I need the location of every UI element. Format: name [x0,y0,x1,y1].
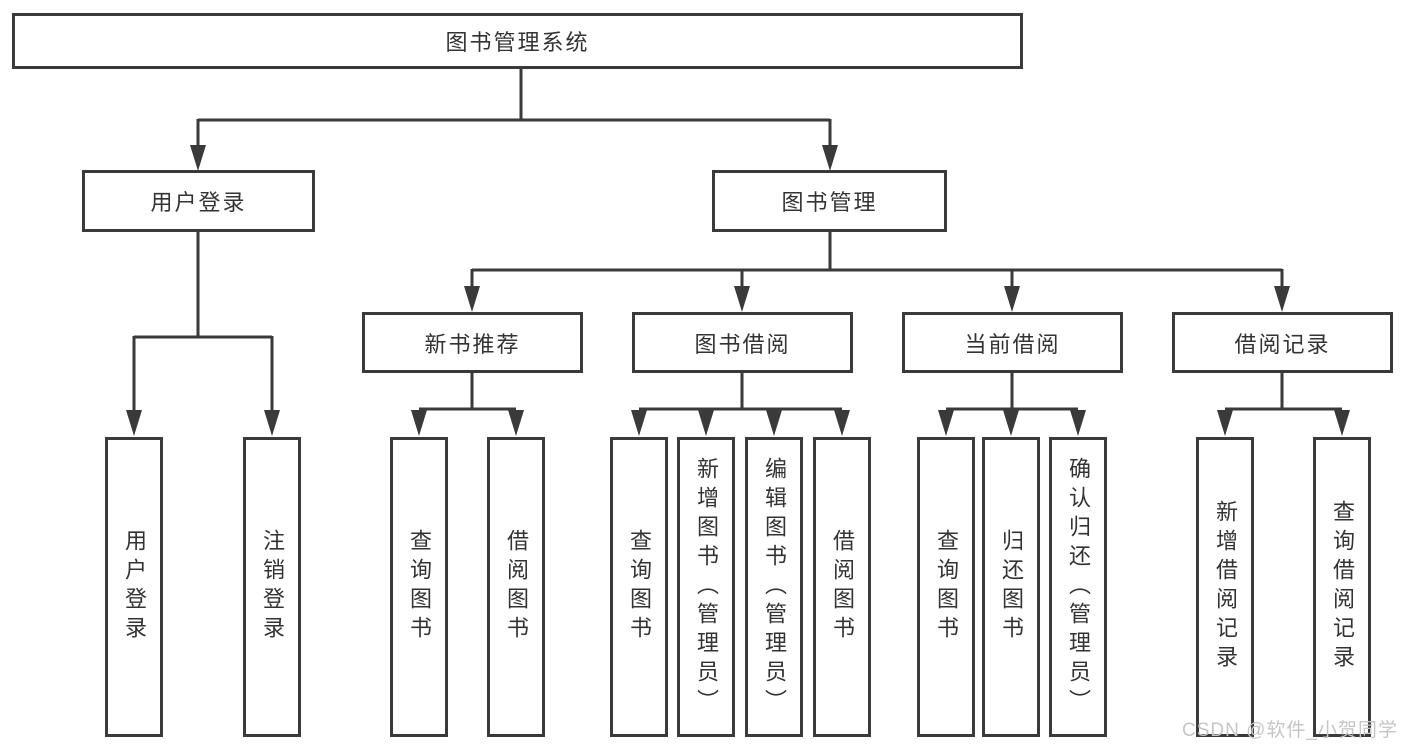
leaf-br-query-record: 查询借阅记录 [1313,437,1371,737]
leaf-cb-query-books: 查询图书 [917,437,975,737]
leaf-bb-borrow-books-label: 借阅图书 [830,529,855,645]
leaf-user-login-label: 用户登录 [122,529,147,645]
leaf-nb-query-books: 查询图书 [390,437,448,737]
leaf-bb-borrow-books: 借阅图书 [813,437,871,737]
leaf-cb-query-books-label: 查询图书 [934,529,959,645]
leaf-bb-add-books-admin-label: 新增图书（管理员） [694,456,719,718]
node-book-management: 图书管理 [712,170,947,232]
node-user-login: 用户登录 [82,170,315,232]
leaf-cb-confirm-return-admin: 确认归还（管理员） [1049,437,1107,737]
leaf-bb-query-books-label: 查询图书 [627,529,652,645]
leaf-bb-edit-books-admin: 编辑图书（管理员） [745,437,803,737]
leaf-br-add-record: 新增借阅记录 [1196,437,1254,737]
node-book-borrowing: 图书借阅 [632,312,853,373]
node-book-borrowing-label: 图书借阅 [694,331,791,357]
node-current-borrowing: 当前借阅 [902,312,1123,373]
leaf-nb-borrow-books-label: 借阅图书 [504,529,529,645]
leaf-user-login: 用户登录 [105,437,163,737]
node-new-book-recommend: 新书推荐 [362,312,583,373]
node-borrow-records-label: 借阅记录 [1234,331,1331,357]
leaf-bb-edit-books-admin-label: 编辑图书（管理员） [762,456,787,718]
node-book-management-label: 图书管理 [781,190,878,215]
leaf-nb-query-books-label: 查询图书 [407,529,432,645]
leaf-br-query-record-label: 查询借阅记录 [1330,500,1355,674]
node-user-login-label: 用户登录 [150,190,247,215]
node-root: 图书管理系统 [12,13,1023,69]
leaf-cb-return-books-label: 归还图书 [999,529,1024,645]
leaf-br-add-record-label: 新增借阅记录 [1213,500,1238,674]
leaf-bb-query-books: 查询图书 [610,437,668,737]
leaf-cb-confirm-return-admin-label: 确认归还（管理员） [1066,456,1091,718]
leaf-bb-add-books-admin: 新增图书（管理员） [677,437,735,737]
leaf-cb-return-books: 归还图书 [982,437,1040,737]
leaf-logout-login-label: 注销登录 [260,529,285,645]
node-new-book-recommend-label: 新书推荐 [424,331,521,357]
node-current-borrowing-label: 当前借阅 [964,331,1061,357]
node-borrow-records: 借阅记录 [1172,312,1393,373]
leaf-nb-borrow-books: 借阅图书 [487,437,545,737]
node-root-label: 图书管理系统 [445,30,590,55]
watermark: CSDN @软件_小贺同学 [1182,720,1398,741]
leaf-logout-login: 注销登录 [243,437,301,737]
